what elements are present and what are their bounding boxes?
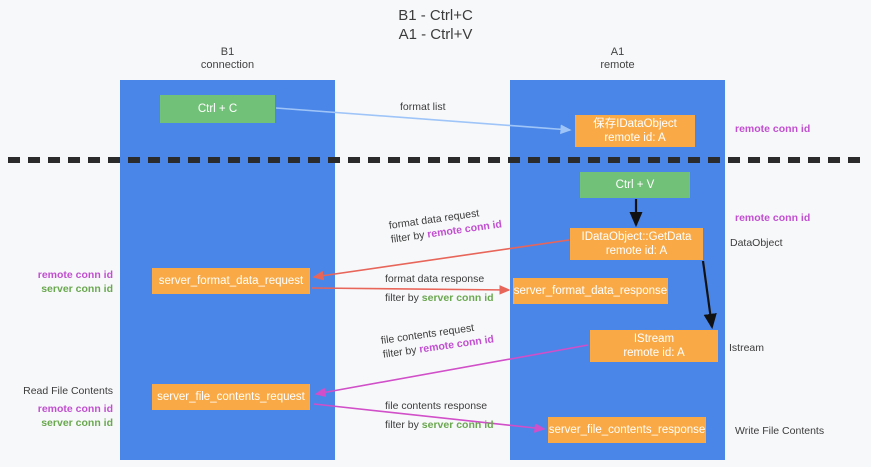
edge-label-format-data-request-prefix: filter by (390, 228, 429, 246)
annotation-left-conn-ids-2: remote conn id server conn id (0, 402, 113, 430)
edge-label-format-data-response: format data response filter by server co… (385, 272, 494, 305)
edge-label-file-contents-response-key: server conn id (421, 419, 494, 431)
edge-label-format-data-response-key: server conn id (421, 292, 494, 304)
page-title: B1 - Ctrl+C A1 - Ctrl+V (0, 6, 871, 44)
column-header-a1-name: A1 (610, 46, 625, 58)
edge-label-file-contents-request-prefix: filter by (382, 343, 421, 361)
edge-label-format-list: format list (400, 100, 446, 114)
annotation-remote-conn-id-mid: remote conn id (735, 211, 810, 225)
node-server-file-contents-response-label: server_file_contents_response (548, 424, 706, 436)
node-save-idataobject-line1: 保存IDataObject (593, 118, 677, 130)
column-header-a1: A1 remote (510, 46, 725, 72)
edge-label-format-data-response-prefix: filter by (385, 292, 422, 304)
column-header-b1-sub: connection (200, 59, 255, 71)
node-ctrl-c-label: Ctrl + C (197, 103, 238, 115)
annotation-istream: Istream (729, 342, 765, 354)
node-save-idataobject[interactable]: 保存IDataObject remote id: A (575, 115, 695, 147)
node-idataobject-getdata[interactable]: IDataObject::GetData remote id: A (570, 228, 703, 260)
edge-label-format-data-request: format data request filter by remote con… (388, 203, 503, 246)
annotation-left-remote-conn-id-2: remote conn id (37, 403, 113, 415)
annotation-remote-conn-id-top: remote conn id (735, 122, 810, 136)
column-header-a1-sub: remote (600, 59, 635, 71)
node-istream-line2: remote id: A (623, 347, 685, 359)
node-istream-line1: IStream (633, 333, 675, 345)
node-idataobject-getdata-line1: IDataObject::GetData (581, 231, 692, 243)
edge-label-file-contents-request: file contents request filter by remote c… (380, 318, 495, 361)
column-header-b1-name: B1 (220, 46, 235, 58)
node-idataobject-getdata-line2: remote id: A (605, 245, 668, 257)
annotation-remote-conn-id-mid-text: remote conn id (735, 212, 811, 224)
edge-label-file-contents-response-text: file contents response (385, 400, 488, 412)
node-server-file-contents-request[interactable]: server_file_contents_request (152, 384, 310, 410)
annotation-left-remote-conn-id: remote conn id (37, 269, 113, 281)
node-server-format-data-response-label: server_format_data_response (513, 285, 668, 297)
node-server-file-contents-request-label: server_file_contents_request (157, 391, 305, 403)
annotation-read-file-contents: Read File Contents (23, 385, 113, 397)
column-header-b1: B1 connection (120, 46, 335, 72)
annotation-remote-conn-id-top-text: remote conn id (735, 123, 811, 135)
node-server-format-data-response[interactable]: server_format_data_response (513, 278, 668, 304)
annotation-dataobject: DataObject (730, 237, 783, 249)
node-server-file-contents-response[interactable]: server_file_contents_response (548, 417, 706, 443)
node-ctrl-v[interactable]: Ctrl + V (580, 172, 690, 198)
title-line-2: A1 - Ctrl+V (398, 26, 473, 43)
node-ctrl-c[interactable]: Ctrl + C (160, 95, 275, 123)
title-line-1: B1 - Ctrl+C (398, 7, 473, 24)
node-ctrl-v-label: Ctrl + V (615, 179, 655, 191)
annotation-left-server-conn-id: server conn id (41, 283, 113, 295)
edge-label-file-contents-response: file contents response filter by server … (385, 399, 494, 432)
annotation-left-server-conn-id-2: server conn id (41, 417, 113, 429)
edge-label-format-data-response-text: format data response (385, 273, 485, 285)
edge-label-file-contents-response-prefix: filter by (385, 419, 422, 431)
node-save-idataobject-line2: remote id: A (604, 132, 666, 144)
node-server-format-data-request-label: server_format_data_request (158, 275, 304, 287)
annotation-write-file-contents: Write File Contents (735, 425, 825, 437)
node-istream[interactable]: IStream remote id: A (590, 330, 718, 362)
node-server-format-data-request[interactable]: server_format_data_request (152, 268, 310, 294)
edge-label-format-list-text: format list (400, 101, 446, 113)
annotation-left-conn-ids: remote conn id server conn id (0, 268, 113, 296)
